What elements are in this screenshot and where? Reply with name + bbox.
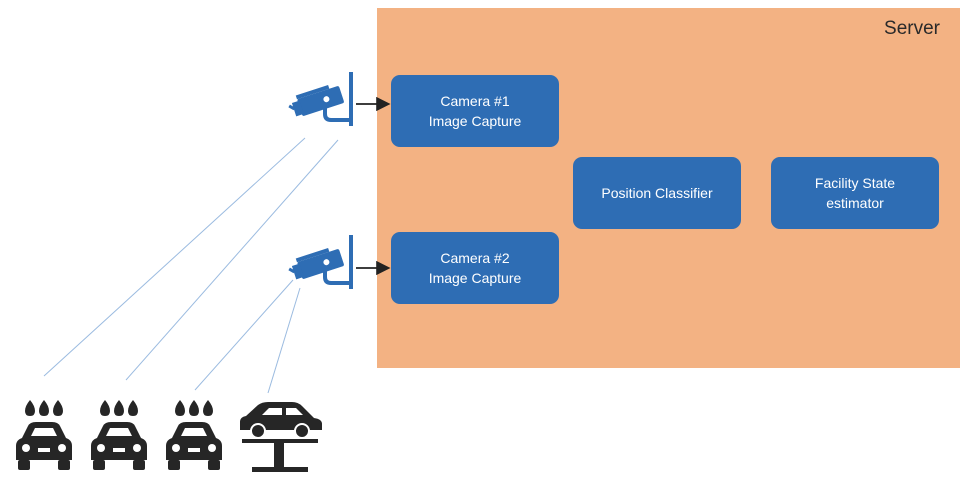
camera-2-image-capture-box: Camera #2 Image Capture bbox=[391, 232, 559, 304]
facility-state-label: Facility State bbox=[814, 175, 896, 191]
car-wash-icon bbox=[166, 400, 222, 470]
car-wash-icon bbox=[91, 400, 147, 470]
camera-1-sublabel: Image Capture bbox=[428, 113, 522, 129]
camera-1-image-capture-box: Camera #1 Image Capture bbox=[391, 75, 559, 147]
camera-1-label: Camera #1 bbox=[440, 93, 510, 109]
sight-line bbox=[194, 279, 294, 391]
camera-2-label: Camera #2 bbox=[440, 250, 510, 266]
car-lift-icon bbox=[240, 402, 322, 472]
sight-line bbox=[43, 137, 306, 377]
position-classifier-label: Position Classifier bbox=[601, 185, 713, 201]
sight-line bbox=[267, 287, 301, 394]
security-camera-icon bbox=[286, 233, 355, 291]
sight-lines bbox=[43, 137, 339, 394]
facility-state-sublabel: estimator bbox=[826, 195, 884, 211]
camera-2-sublabel: Image Capture bbox=[428, 270, 522, 286]
car-wash-icon bbox=[16, 400, 72, 470]
sight-line bbox=[125, 139, 339, 381]
facility-state-estimator-box: Facility State estimator bbox=[771, 157, 939, 229]
position-classifier-box: Position Classifier bbox=[573, 157, 741, 229]
security-camera-icon bbox=[286, 70, 355, 128]
server-title: Server bbox=[884, 18, 940, 39]
